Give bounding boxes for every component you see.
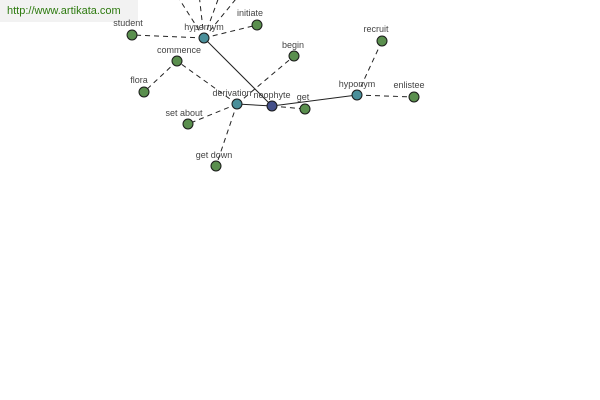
edge-derivation-get_down <box>215 103 238 167</box>
node-flora-dot[interactable] <box>138 86 150 98</box>
edge-hyponym-recruit <box>356 40 383 96</box>
node-begin-dot[interactable] <box>288 50 300 62</box>
node-get-dot[interactable] <box>299 103 311 115</box>
node-get-down[interactable]: get down <box>196 150 233 172</box>
edge-derivation-begin <box>236 55 295 105</box>
edge-commence-flora <box>143 60 178 93</box>
edges-layer <box>131 0 415 167</box>
node-initiate[interactable]: initiate <box>237 8 263 31</box>
node-begin-label: begin <box>282 40 304 50</box>
edge-derivation-commence <box>176 60 238 105</box>
node-initiate-label: initiate <box>237 8 263 18</box>
node-set-about-dot[interactable] <box>182 118 194 130</box>
node-set-about[interactable]: set about <box>165 108 203 130</box>
edge-hypernym-offscreen_d <box>203 0 236 39</box>
node-derivation[interactable]: derivation <box>212 88 252 110</box>
node-neophyte-dot[interactable] <box>266 100 278 112</box>
node-begin[interactable]: begin <box>282 40 304 62</box>
node-set-about-label: set about <box>165 108 203 118</box>
node-initiate-dot[interactable] <box>251 19 263 31</box>
node-derivation-dot[interactable] <box>231 98 243 110</box>
edge-hypernym-initiate <box>203 24 258 39</box>
node-hypernym-dot[interactable] <box>198 32 210 44</box>
node-recruit-label: recruit <box>363 24 389 34</box>
node-recruit[interactable]: recruit <box>363 24 389 47</box>
node-get[interactable]: get <box>297 92 311 115</box>
edge-hypernym-student <box>131 34 205 39</box>
edge-hypernym-offscreen_b <box>199 0 205 39</box>
node-enlistee-label: enlistee <box>393 80 424 90</box>
node-hyponym[interactable]: hyponym <box>339 79 376 101</box>
node-flora-label: flora <box>130 75 148 85</box>
node-enlistee-dot[interactable] <box>408 91 420 103</box>
node-derivation-label: derivation <box>212 88 251 98</box>
edge-hypernym-offscreen_a <box>179 0 205 39</box>
node-get-label: get <box>297 92 310 102</box>
node-enlistee[interactable]: enlistee <box>393 80 425 103</box>
edge-neophyte-hyponym <box>271 94 358 107</box>
node-get-down-dot[interactable] <box>210 160 222 172</box>
node-student[interactable]: student <box>113 18 143 41</box>
source-link[interactable]: http://www.artikata.com <box>0 0 138 22</box>
node-student-dot[interactable] <box>126 29 138 41</box>
edge-hyponym-enlistee <box>356 94 415 98</box>
node-hyponym-dot[interactable] <box>351 89 363 101</box>
node-commence-label: commence <box>157 45 201 55</box>
node-commence-dot[interactable] <box>171 55 183 67</box>
node-neophyte[interactable]: neophyte <box>253 90 291 112</box>
node-commence[interactable]: commence <box>157 45 201 67</box>
edge-neophyte-hypernym <box>203 37 273 107</box>
node-student-label: student <box>113 18 143 28</box>
node-recruit-dot[interactable] <box>376 35 388 47</box>
node-flora[interactable]: flora <box>130 75 150 98</box>
edge-neophyte-get <box>271 105 306 110</box>
nodes-layer: neophyte hypernym derivation hyponym student… <box>113 8 425 172</box>
edge-hypernym-offscreen_c <box>203 0 219 39</box>
node-get-down-label: get down <box>196 150 233 160</box>
node-hypernym-label: hypernym <box>184 22 224 32</box>
edge-neophyte-derivation <box>236 103 273 107</box>
node-neophyte-label: neophyte <box>253 90 290 100</box>
node-hyponym-label: hyponym <box>339 79 376 89</box>
node-hypernym[interactable]: hypernym <box>184 22 224 44</box>
